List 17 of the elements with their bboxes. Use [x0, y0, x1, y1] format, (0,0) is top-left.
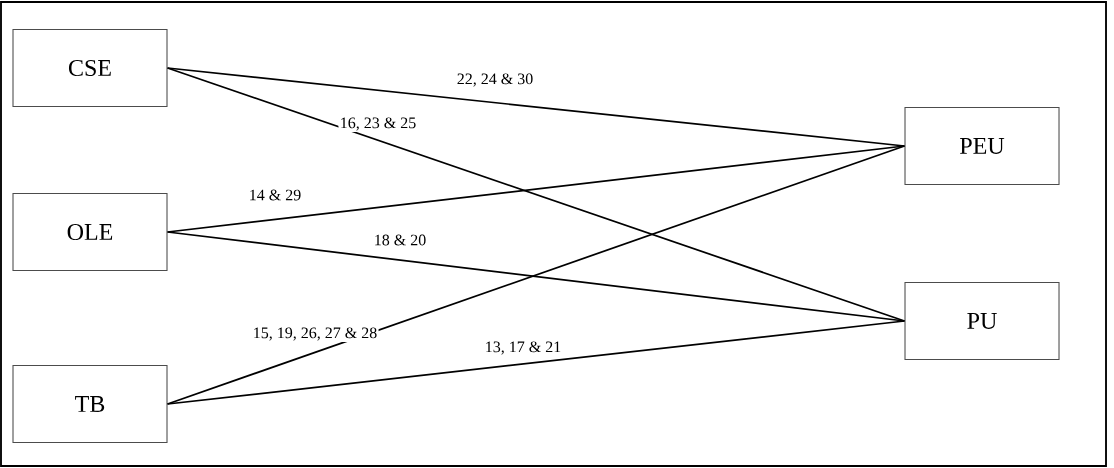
edge-label: 22, 24 & 30 — [455, 72, 535, 88]
edge-label: 14 & 29 — [247, 188, 303, 202]
connector-line — [166, 320, 906, 405]
connector-line — [166, 67, 906, 322]
connector-line — [166, 145, 906, 233]
edge-label: 16, 23 & 25 — [338, 116, 418, 132]
connector-line — [166, 145, 906, 405]
connector-line — [166, 67, 906, 147]
box: TB — [12, 364, 168, 444]
edge-label: 13, 17 & 21 — [483, 340, 563, 356]
box: CSE — [12, 28, 168, 108]
box: PEU — [904, 106, 1060, 186]
connector-line — [166, 231, 906, 322]
box: OLE — [12, 192, 168, 272]
edge-label: 18 & 20 — [372, 233, 428, 247]
edge-label: 15, 19, 26, 27 & 28 — [251, 326, 379, 342]
box: PU — [904, 281, 1060, 361]
